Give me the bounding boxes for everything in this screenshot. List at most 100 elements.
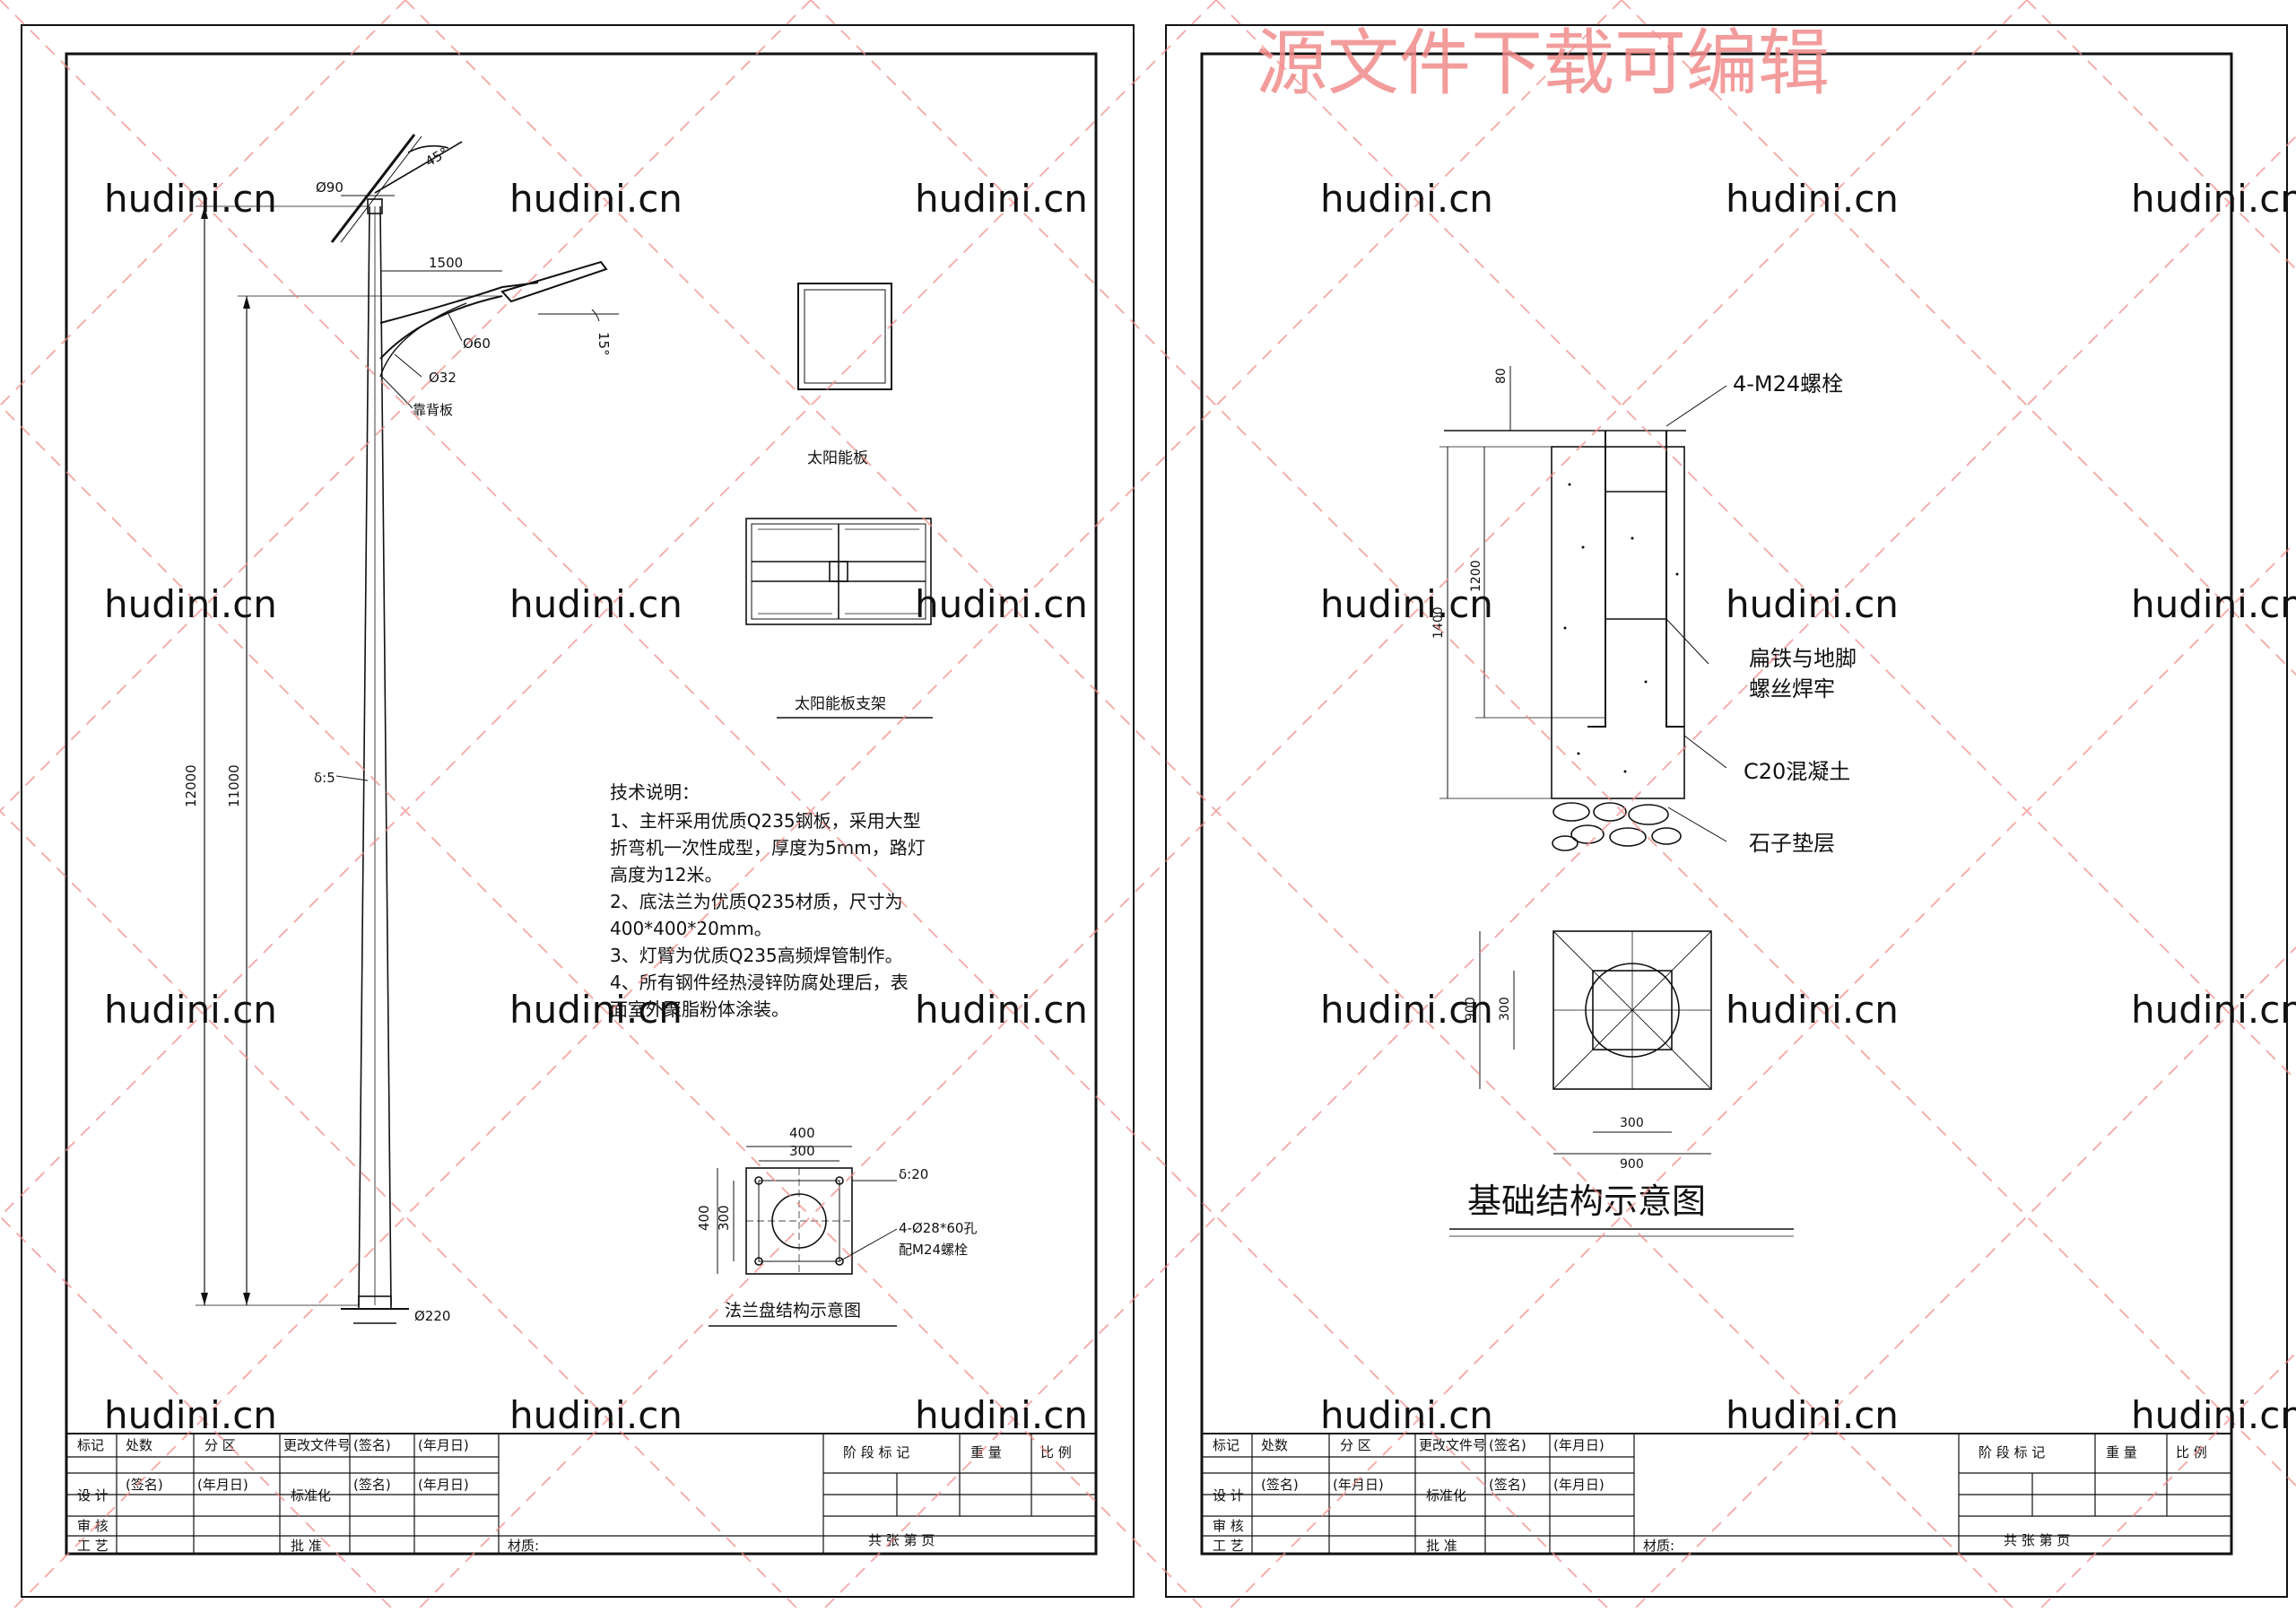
speckle [1623,770,1627,773]
flange-thickness-label: δ:20 [899,1166,928,1182]
solar-panel-profile [330,134,416,243]
tb-zone: 分 区 [1340,1437,1371,1453]
tb-approve: 批 准 [1426,1538,1457,1554]
bracket-clamp [829,561,848,582]
watermark-text: hudini.cn [1320,1393,1493,1437]
dim-80-label: 80 [1494,368,1509,384]
pole-left-edge [358,205,370,1306]
tb-sign: (签名) [1489,1437,1526,1453]
gravel-stone [1651,827,1682,845]
tb-sheets: 共 张 第 页 [2004,1532,2070,1548]
notes-line: 2、底法兰为优质Q235材质，尺寸为 [610,891,903,912]
flange-labels: 400 300 400 300 δ:20 4-Ø28*60孔 配M24螺栓 [696,1125,977,1258]
arm-dia-label: Ø60 [463,336,491,352]
left-sheet-border [21,24,1135,1598]
wall-leader [335,775,369,781]
flange-title: 法兰盘结构示意图 [725,1301,861,1321]
watermark-text: hudini.cn [2131,177,2296,221]
speckle [1577,752,1580,755]
flange-bolt-hole [835,1176,844,1185]
tb-date: (年月日) [418,1437,469,1453]
flange-bolts-label: 配M24螺栓 [899,1242,968,1258]
bolts-leader [1665,385,1727,427]
gravel-stone [1628,804,1669,825]
solar-angle-arc [407,144,449,153]
gravel-stone [1552,802,1590,822]
watermark-diagonal [1228,540,2296,1610]
tb-change-doc: 更改文件号 [1419,1437,1486,1453]
watermark-text: hudini.cn [1726,1393,1899,1437]
download-banner: 源文件下载可编辑 [1256,22,1830,105]
watermark-text: hudini.cn [915,582,1088,626]
brace-dia-leader [394,353,422,378]
watermark-diagonal [417,0,2028,1610]
watermark-diagonal [822,135,2296,1610]
flat-iron-leader [1665,618,1709,665]
tb-mark: 标记 [1213,1437,1239,1453]
arm-dia-leader [448,313,463,342]
tb-date: (年月日) [197,1477,248,1493]
tb-standard: 标准化 [291,1487,331,1504]
notes-line: 1、主杆采用优质Q235钢板，采用大型 [610,810,921,832]
title-block-right-labels: 标记 处数 分 区 更改文件号 (签名) (年月日) 设 计 (签名) (年月日… [1213,1437,2207,1554]
watermark-text: hudini.cn [2131,582,2296,626]
bolts-callout: 4-M24螺栓 [1733,371,1843,397]
tb-date: (年月日) [1333,1477,1384,1493]
watermark-diagonal [0,1215,394,1610]
top-dia-label: Ø90 [316,179,344,196]
arrowhead [243,296,250,309]
solar-bracket-drawing [745,518,932,625]
tb-count: 处数 [1261,1437,1288,1453]
tb-sign: (签名) [1489,1477,1526,1493]
watermark-text: hudini.cn [1726,177,1899,221]
flange-bolt-hole [754,1176,763,1185]
foundation-title: 基础结构示意图 [1467,1181,1706,1221]
plan-900-h-label: 900 [1620,1157,1644,1172]
foundation-section [1439,366,1727,851]
watermark-text: hudini.cn [1726,988,1899,1032]
solar-panel-outer [797,283,892,390]
flange-drawing [717,1146,898,1275]
tb-sheets: 共 张 第 页 [868,1532,935,1548]
speckle [1675,572,1679,576]
watermark-text: hudini.cn [915,988,1088,1032]
watermark-diagonal [12,0,1622,1610]
tb-material: 材质: [508,1538,539,1554]
solar-panel-label: 太阳能板 [807,449,868,467]
lamp-angle-label: 15° [596,332,612,356]
watermark-text: hudini.cn [915,1393,1088,1437]
gravel-stone [1593,802,1627,822]
tb-approve: 批 准 [291,1538,322,1554]
flange-300-v-label: 300 [716,1205,732,1231]
base-dia-label: Ø220 [414,1308,450,1324]
flange-bolt-hole [835,1257,844,1266]
flange-400-h-label: 400 [789,1125,815,1141]
notes-line: 4、所有钢件经热浸锌防腐处理后，表 [610,972,909,993]
tb-sign: (签名) [126,1477,163,1493]
plan-300-h-label: 300 [1620,1116,1644,1130]
watermark-text: hudini.cn [509,988,683,1032]
tech-notes: 技术说明： 1、主杆采用优质Q235钢板，采用大型 折弯机一次性成型，厚度为5m… [610,781,926,1020]
gravel-stone [1570,824,1605,844]
tb-design: 设 计 [1213,1487,1244,1504]
tb-design: 设 计 [77,1487,109,1504]
watermark-text: hudini.cn [1320,582,1493,626]
tb-count: 处数 [126,1437,152,1453]
notes-line: 400*400*20mm。 [610,918,772,939]
pole-labels: Ø90 45° 1500 15° Ø60 Ø32 靠背板 12000 11000… [183,144,612,1324]
lamp-head [500,260,608,303]
gravel-callout: 石子垫层 [1749,831,1835,856]
watermark-text: hudini.cn [104,582,277,626]
title-block-left [66,1433,1096,1554]
watermark-text: hudini.cn [915,177,1088,221]
right-sheet-frame [1200,52,2233,1556]
solar-angle-ref [374,141,463,194]
arrowhead [243,1293,250,1305]
notes-line: 3、灯臂为优质Q235高频焊管制作。 [610,945,903,966]
flange-400-v-label: 400 [696,1205,712,1231]
tb-process: 工 艺 [77,1538,109,1554]
solar-panel-inner [804,289,886,384]
lamp-arm-upper [379,282,539,324]
